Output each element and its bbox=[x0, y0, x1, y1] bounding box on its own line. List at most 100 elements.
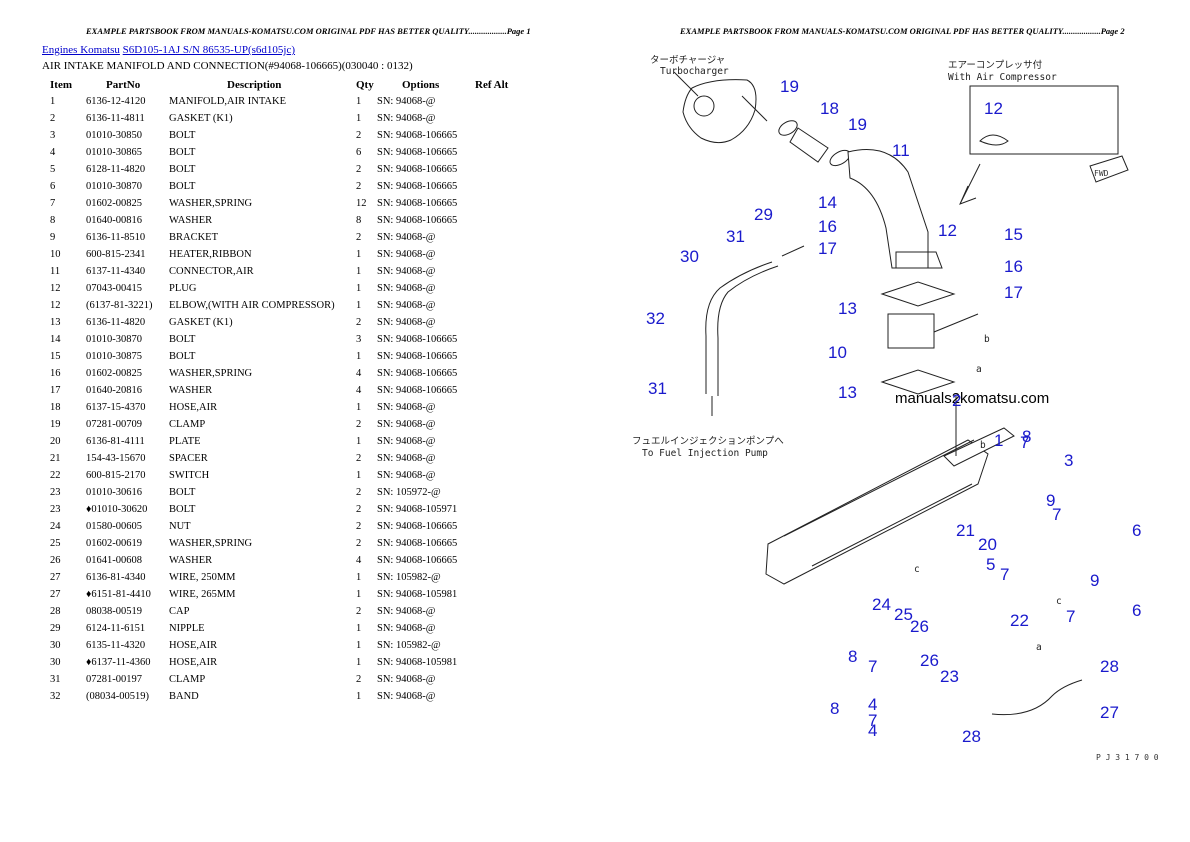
reference-letter-c: c bbox=[914, 564, 920, 575]
cell-item: 10 bbox=[50, 249, 61, 260]
cell-qty: 4 bbox=[356, 368, 362, 379]
cell-item: 28 bbox=[50, 606, 61, 617]
heater-and-gaskets-drawing bbox=[880, 281, 979, 395]
cell-partno: 01602-00825 bbox=[86, 368, 142, 379]
cell-qty: 1 bbox=[356, 249, 362, 260]
cell-item: 17 bbox=[50, 385, 61, 396]
cell-options: SN: 94068-106665 bbox=[377, 368, 458, 379]
cell-refalt bbox=[475, 416, 535, 433]
cell-item: 30 bbox=[50, 640, 61, 651]
callout-4: 4 bbox=[868, 695, 877, 714]
cell-item: 9 bbox=[50, 232, 56, 243]
cell-item: 30 bbox=[50, 657, 61, 668]
turbocharger-drawing bbox=[673, 71, 768, 144]
cell-description: NIPPLE bbox=[169, 623, 205, 634]
cell-partno: 6136-11-8510 bbox=[86, 232, 146, 243]
cell-item: 23 bbox=[50, 487, 61, 498]
callout-23: 23 bbox=[940, 667, 959, 686]
cell-description: BOLT bbox=[169, 147, 196, 158]
cell-options: SN: 94068-@ bbox=[377, 402, 436, 413]
cell-item: 20 bbox=[50, 436, 61, 447]
callout-25: 25 bbox=[894, 605, 913, 624]
cell-options: SN: 94068-106665 bbox=[377, 147, 458, 158]
fuel-pump-label-jp: フュエルインジェクションポンプへ bbox=[632, 436, 784, 447]
cell-refalt bbox=[475, 552, 535, 569]
callout-9: 9 bbox=[1090, 571, 1099, 590]
fwd-arrow-icon: FWD bbox=[1089, 155, 1129, 183]
cell-qty: 1 bbox=[356, 113, 362, 124]
cell-partno: 01602-00825 bbox=[86, 198, 142, 209]
cell-item: 25 bbox=[50, 538, 61, 549]
cell-partno: 01010-30616 bbox=[86, 487, 142, 498]
breadcrumb: Engines Komatsu S6D105-1AJ S/N 86535-UP(… bbox=[42, 44, 295, 56]
cell-qty: 1 bbox=[356, 436, 362, 447]
callout-10: 10 bbox=[828, 343, 847, 362]
cell-partno: 600-815-2341 bbox=[86, 249, 146, 260]
cell-description: WASHER bbox=[169, 215, 213, 226]
cell-options: SN: 94068-106665 bbox=[377, 181, 458, 192]
reference-letter-a: a bbox=[1036, 642, 1042, 653]
cell-partno: 6137-15-4370 bbox=[86, 402, 146, 413]
callout-26: 26 bbox=[920, 651, 939, 670]
cell-item: 12 bbox=[50, 283, 61, 294]
cell-refalt bbox=[475, 518, 535, 535]
col-header-partno: PartNo bbox=[106, 78, 141, 91]
cell-options: SN: 94068-@ bbox=[377, 674, 436, 685]
cell-qty: 2 bbox=[356, 130, 362, 141]
callout-15: 15 bbox=[1004, 225, 1023, 244]
cell-item: 32 bbox=[50, 691, 61, 702]
cell-description: BOLT bbox=[169, 164, 196, 175]
cell-options: SN: 94068-@ bbox=[377, 436, 436, 447]
cell-options: SN: 94068-106665 bbox=[377, 215, 458, 226]
callout-9: 9 bbox=[1046, 491, 1055, 510]
breadcrumb-link-engines[interactable]: Engines Komatsu bbox=[42, 44, 120, 56]
cell-options: SN: 94068-@ bbox=[377, 606, 436, 617]
cell-partno: 01010-30875 bbox=[86, 351, 142, 362]
breadcrumb-link-model[interactable]: S6D105-1AJ S/N 86535-UP(s6d105jc) bbox=[122, 44, 296, 56]
cell-options: SN: 105972-@ bbox=[377, 487, 441, 498]
cell-description: HOSE,AIR bbox=[169, 640, 218, 651]
cell-partno: 01010-30870 bbox=[86, 334, 142, 345]
callout-5: 5 bbox=[986, 555, 995, 574]
cell-options: SN: 94068-106665 bbox=[377, 130, 458, 141]
cell-refalt bbox=[475, 229, 535, 246]
cell-partno: 6137-11-4340 bbox=[86, 266, 146, 277]
cell-options: SN: 94068-106665 bbox=[377, 385, 458, 396]
callout-7: 7 bbox=[1020, 433, 1029, 452]
cell-qty: 1 bbox=[356, 589, 362, 600]
cell-partno: 6124-11-6151 bbox=[86, 623, 146, 634]
cell-description: BOLT bbox=[169, 504, 196, 515]
reference-letter-b: b bbox=[984, 334, 990, 345]
callout-20: 20 bbox=[978, 535, 997, 554]
cell-partno: 6136-81-4111 bbox=[86, 436, 145, 447]
air-connector-drawing bbox=[847, 149, 943, 269]
callout-30: 30 bbox=[680, 247, 699, 266]
callout-6: 6 bbox=[1132, 601, 1141, 620]
callout-3: 3 bbox=[1064, 451, 1073, 470]
cell-partno: 154-43-15670 bbox=[86, 453, 146, 464]
reference-letter-b: b bbox=[980, 440, 986, 451]
cell-partno: 01010-30850 bbox=[86, 130, 142, 141]
callout-11: 11 bbox=[892, 141, 910, 160]
cell-item: 2 bbox=[50, 113, 56, 124]
cell-options: SN: 94068-@ bbox=[377, 317, 436, 328]
cell-qty: 2 bbox=[356, 521, 362, 532]
callout-8: 8 bbox=[848, 647, 857, 666]
cell-item: 22 bbox=[50, 470, 61, 481]
cell-partno: 6136-11-4811 bbox=[86, 113, 145, 124]
col-header-refalt: Ref Alt bbox=[475, 78, 509, 91]
callout-31: 31 bbox=[726, 227, 745, 246]
col-header-options: Options bbox=[402, 78, 440, 91]
cell-qty: 1 bbox=[356, 657, 362, 668]
cell-refalt bbox=[475, 365, 535, 382]
cell-qty: 1 bbox=[356, 470, 362, 481]
